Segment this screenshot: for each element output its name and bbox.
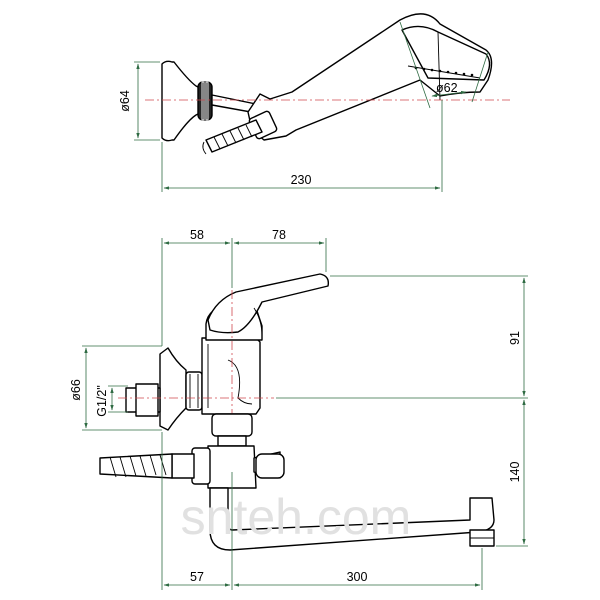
spout-height-label: 140 (508, 462, 522, 483)
lever-handle (207, 273, 330, 334)
shower-head-assembly: ø64 ø62 230 (118, 13, 510, 192)
diverter-block (207, 413, 285, 489)
watermark-text: snteh.com (181, 489, 412, 545)
lever-reach-label: 78 (272, 228, 286, 242)
shower-hose (202, 119, 263, 155)
shower-holder-ring (197, 81, 213, 121)
shower-length-label: 230 (291, 173, 312, 187)
mixer-wall-flange (159, 347, 187, 431)
wall-to-axis-label: 57 (190, 570, 204, 584)
mixer-assembly: 58 78 91 140 ø66 G1/2" 57 300 (69, 228, 528, 590)
shower-head-face (401, 25, 491, 81)
body-offset-label: 58 (190, 228, 204, 242)
spout (209, 487, 495, 551)
mixer-hose-outlet (99, 447, 211, 485)
shower-head-diameter-label: ø62 (436, 81, 458, 95)
shower-bracket-bell (161, 60, 201, 142)
thread-label: G1/2" (95, 385, 109, 417)
shower-flange-diameter-label: ø64 (118, 90, 132, 112)
mixer-flange-diameter-label: ø66 (69, 379, 83, 401)
mixer-body (201, 337, 261, 415)
spray-nozzles (414, 66, 474, 77)
spout-length-label: 300 (347, 570, 368, 584)
lever-height-label: 91 (508, 331, 522, 345)
